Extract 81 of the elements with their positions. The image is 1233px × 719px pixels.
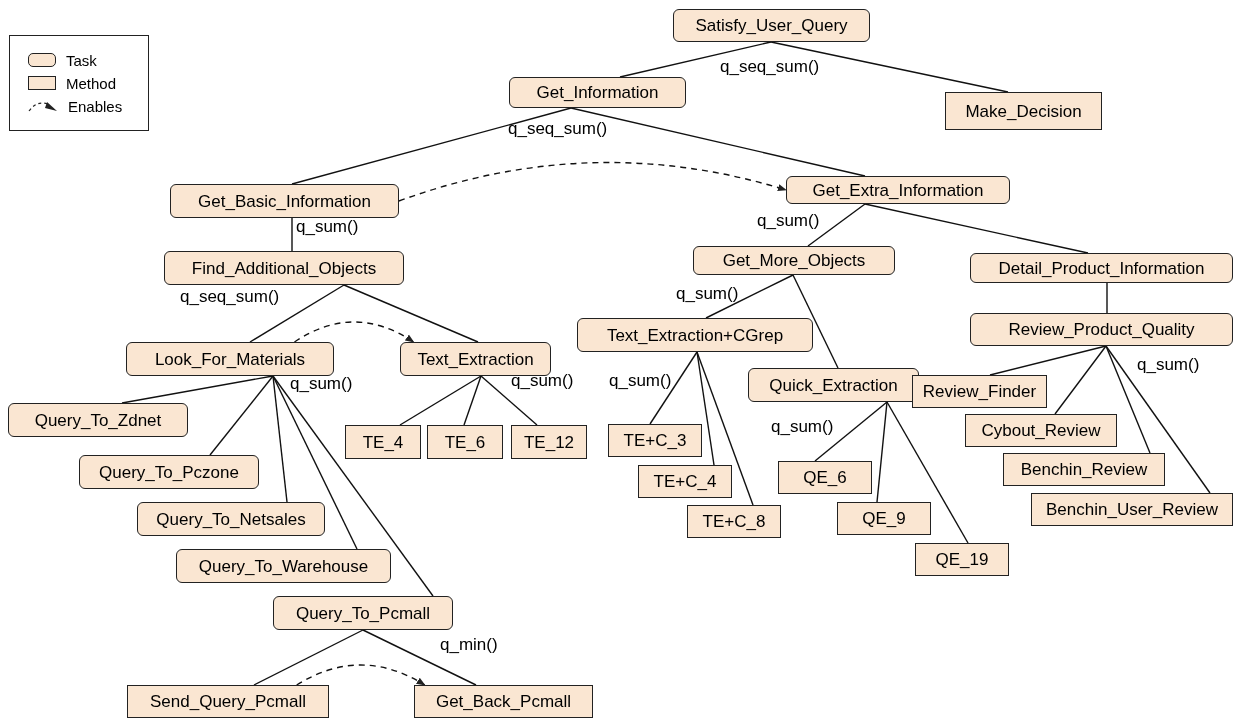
task-box: Query_To_Zdnet: [8, 403, 188, 437]
task-box: Get_Extra_Information: [786, 176, 1010, 204]
qaf-label: q_sum(): [1137, 356, 1200, 373]
legend-label: Enables: [68, 98, 123, 114]
method-box: QE_19: [915, 543, 1009, 576]
legend-label: Task: [66, 52, 97, 68]
tree-line: [253, 629, 364, 686]
qaf-label: q_min(): [440, 636, 498, 653]
qaf-label: q_sum(): [609, 372, 672, 389]
method-box: TE_4: [345, 425, 421, 459]
method-box: TE+C_8: [687, 505, 781, 538]
tree-line: [291, 107, 572, 185]
enables-arrow: [296, 664, 426, 686]
qaf-label: q_sum(): [676, 285, 739, 302]
method-box: TE+C_4: [638, 465, 732, 498]
task-box: Query_To_Netsales: [137, 502, 325, 536]
task-box: Query_To_Warehouse: [176, 549, 391, 583]
tree-line: [121, 375, 274, 404]
method-box: Cybout_Review: [965, 414, 1117, 447]
method-box: TE_12: [511, 425, 587, 459]
task-box: Get_More_Objects: [693, 246, 895, 275]
tree-line: [463, 375, 482, 426]
qaf-label: q_sum(): [290, 375, 353, 392]
task-box: Review_Product_Quality: [970, 313, 1233, 346]
tree-line: [696, 351, 754, 506]
task-box: Query_To_Pczone: [79, 455, 259, 489]
tree-line: [619, 41, 772, 78]
tree-line: [807, 203, 866, 247]
task-box: Text_Extraction: [400, 342, 551, 376]
tree-line: [705, 274, 794, 319]
task-box: Get_Information: [509, 77, 686, 108]
method-box: QE_9: [837, 502, 931, 535]
tree-line: [272, 375, 358, 550]
tree-line: [209, 375, 274, 456]
tree-line: [1105, 345, 1211, 494]
tree-line: [876, 401, 888, 503]
tree-line: [291, 217, 293, 252]
tree-line: [343, 284, 479, 343]
tree-line: [249, 284, 345, 343]
qaf-label: q_sum(): [296, 218, 359, 235]
tree-line: [272, 375, 434, 597]
tree-line: [649, 351, 698, 425]
task-box: Query_To_Pcmall: [273, 596, 453, 630]
tree-line: [570, 107, 866, 177]
tree-line: [989, 345, 1107, 376]
qaf-label: q_seq_sum(): [720, 58, 820, 75]
task-box: Satisfy_User_Query: [673, 9, 870, 42]
task-box: Find_Additional_Objects: [164, 251, 404, 285]
method-box: TE+C_3: [608, 424, 702, 457]
tree-line: [814, 401, 888, 462]
method-box: TE_6: [427, 425, 503, 459]
method-box: QE_6: [778, 461, 872, 494]
task-box: Text_Extraction+CGrep: [577, 318, 813, 352]
method-box: Get_Back_Pcmall: [414, 685, 593, 718]
tree-line: [1106, 282, 1108, 314]
qaf-label: q_seq_sum(): [180, 288, 280, 305]
method-box: Benchin_User_Review: [1031, 493, 1233, 526]
method-box: Benchin_Review: [1003, 453, 1165, 486]
qaf-label: q_sum(): [757, 212, 820, 229]
enables-arrow: [293, 321, 415, 343]
tree-line: [864, 203, 1089, 254]
tree-line: [480, 375, 538, 426]
enables-arrow: [398, 162, 787, 202]
task-box: Quick_Extraction: [748, 368, 919, 402]
task-box: Detail_Product_Information: [970, 253, 1233, 283]
tree-line: [272, 375, 288, 503]
tree-line: [1105, 345, 1151, 454]
tree-line: [696, 351, 715, 466]
task-box: Look_For_Materials: [126, 342, 334, 376]
qaf-label: q_seq_sum(): [508, 120, 608, 137]
method-box: Review_Finder: [912, 375, 1047, 408]
qaf-label: q_sum(): [771, 418, 834, 435]
task-box: Get_Basic_Information: [170, 184, 399, 218]
tree-line: [792, 274, 839, 369]
tree-line: [362, 629, 477, 686]
tree-line: [886, 401, 969, 544]
tree-line: [399, 375, 482, 426]
tree-line: [770, 41, 1009, 93]
method-box: Send_Query_Pcmall: [127, 685, 329, 718]
legend-label: Method: [66, 75, 117, 91]
method-box: Make_Decision: [945, 92, 1102, 130]
